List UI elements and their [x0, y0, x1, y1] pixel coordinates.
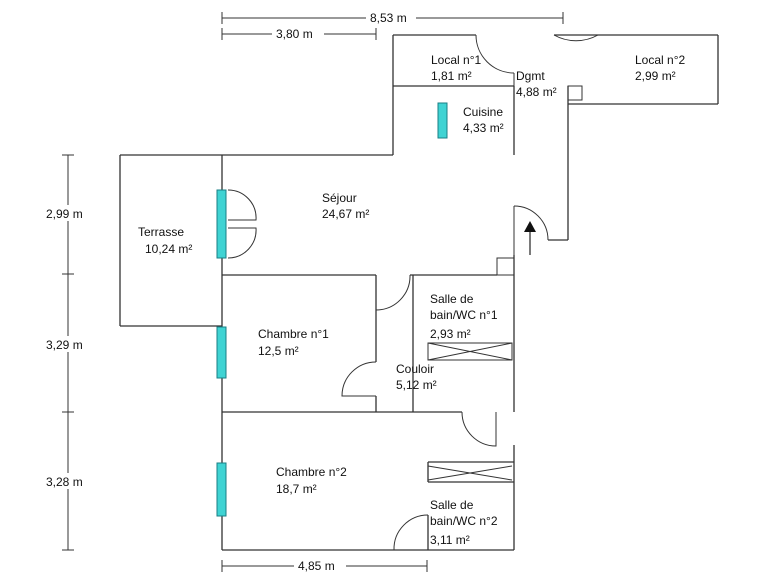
room-terrasse-name: Terrasse	[138, 225, 184, 239]
dimension-bottom: 4,85 m	[221, 558, 428, 574]
room-couloir-area: 5,12 m²	[396, 378, 437, 392]
room-local2-area: 2,99 m²	[635, 69, 676, 83]
dimension-left: 2,99 m 3,29 m 3,28 m	[42, 154, 94, 551]
dimension-left-3-label: 3,28 m	[46, 475, 83, 489]
room-chambre2-name: Chambre n°2	[276, 465, 347, 479]
bath-fixture-1	[427, 342, 513, 361]
room-sdb2-area: 3,11 m²	[430, 533, 470, 547]
room-sdb1-name-line1: Salle de	[430, 292, 474, 306]
room-sejour: Séjour 24,67 m²	[322, 191, 369, 221]
room-sejour-name: Séjour	[322, 191, 357, 205]
room-local1-name: Local n°1	[431, 53, 481, 67]
entry-arrow-icon	[524, 221, 536, 232]
room-sdb2: Salle de bain/WC n°2 3,11 m²	[430, 498, 498, 547]
room-cuisine: Cuisine 4,33 m²	[463, 105, 504, 135]
room-sdb1: Salle de bain/WC n°1 2,93 m²	[430, 292, 498, 341]
room-chambre1-area: 12,5 m²	[258, 344, 299, 358]
door-sdb1-arc	[375, 274, 411, 311]
room-sdb1-name-line2: bain/WC n°1	[430, 308, 498, 322]
duct-box	[567, 85, 583, 101]
windows	[216, 102, 448, 517]
room-local1: Local n°1 1,81 m²	[431, 53, 481, 83]
room-local2-name: Local n°2	[635, 53, 685, 67]
room-chambre2-area: 18,7 m²	[276, 482, 317, 496]
door-chambre1-arc	[341, 361, 377, 397]
room-sdb1-area: 2,93 m²	[430, 327, 471, 341]
room-sdb2-name-line2: bain/WC n°2	[430, 514, 498, 528]
window-cuisine	[437, 102, 448, 139]
room-terrasse: Terrasse 10,24 m²	[138, 225, 192, 256]
room-sejour-area: 24,67 m²	[322, 207, 369, 221]
room-chambre1-name: Chambre n°1	[258, 327, 329, 341]
door-chambre2-arc	[461, 411, 497, 447]
door-entry-arc	[513, 205, 549, 241]
door-local2-arc	[553, 34, 599, 42]
dimension-top-partial-label: 3,80 m	[276, 27, 313, 41]
dimension-top-partial: 3,80 m	[221, 25, 377, 41]
room-local2: Local n°2 2,99 m²	[635, 53, 685, 83]
dimension-bottom-label: 4,85 m	[298, 559, 335, 573]
window-chambre1	[216, 326, 227, 379]
room-terrasse-area: 10,24 m²	[145, 242, 192, 256]
duct-box-2	[496, 257, 515, 276]
doors	[227, 34, 599, 551]
door-terrasse-bottom-arc	[227, 227, 257, 259]
dimension-left-2-label: 3,29 m	[46, 338, 83, 352]
room-cuisine-name: Cuisine	[463, 105, 503, 119]
door-local1-arc	[475, 34, 515, 74]
walls	[119, 34, 719, 551]
window-chambre2	[216, 462, 227, 517]
dimension-left-1-label: 2,99 m	[46, 207, 83, 221]
room-dgmt-area: 4,88 m²	[516, 85, 557, 99]
room-local1-area: 1,81 m²	[431, 69, 472, 83]
door-sdb2-arc	[393, 514, 429, 551]
room-couloir-name: Couloir	[396, 362, 434, 376]
room-dgmt-name: Dgmt	[516, 69, 545, 83]
room-chambre2: Chambre n°2 18,7 m²	[276, 465, 347, 496]
door-terrasse-top-arc	[227, 189, 257, 221]
room-chambre1: Chambre n°1 12,5 m²	[258, 327, 329, 358]
dimension-top-total-label: 8,53 m	[370, 11, 407, 25]
window-terrasse	[216, 189, 227, 259]
room-dgmt: Dgmt 4,88 m²	[516, 69, 557, 99]
room-cuisine-area: 4,33 m²	[463, 121, 504, 135]
room-couloir: Couloir 5,12 m²	[396, 362, 437, 392]
dimension-top-total: 8,53 m	[221, 9, 564, 25]
room-sdb2-name-line1: Salle de	[430, 498, 474, 512]
